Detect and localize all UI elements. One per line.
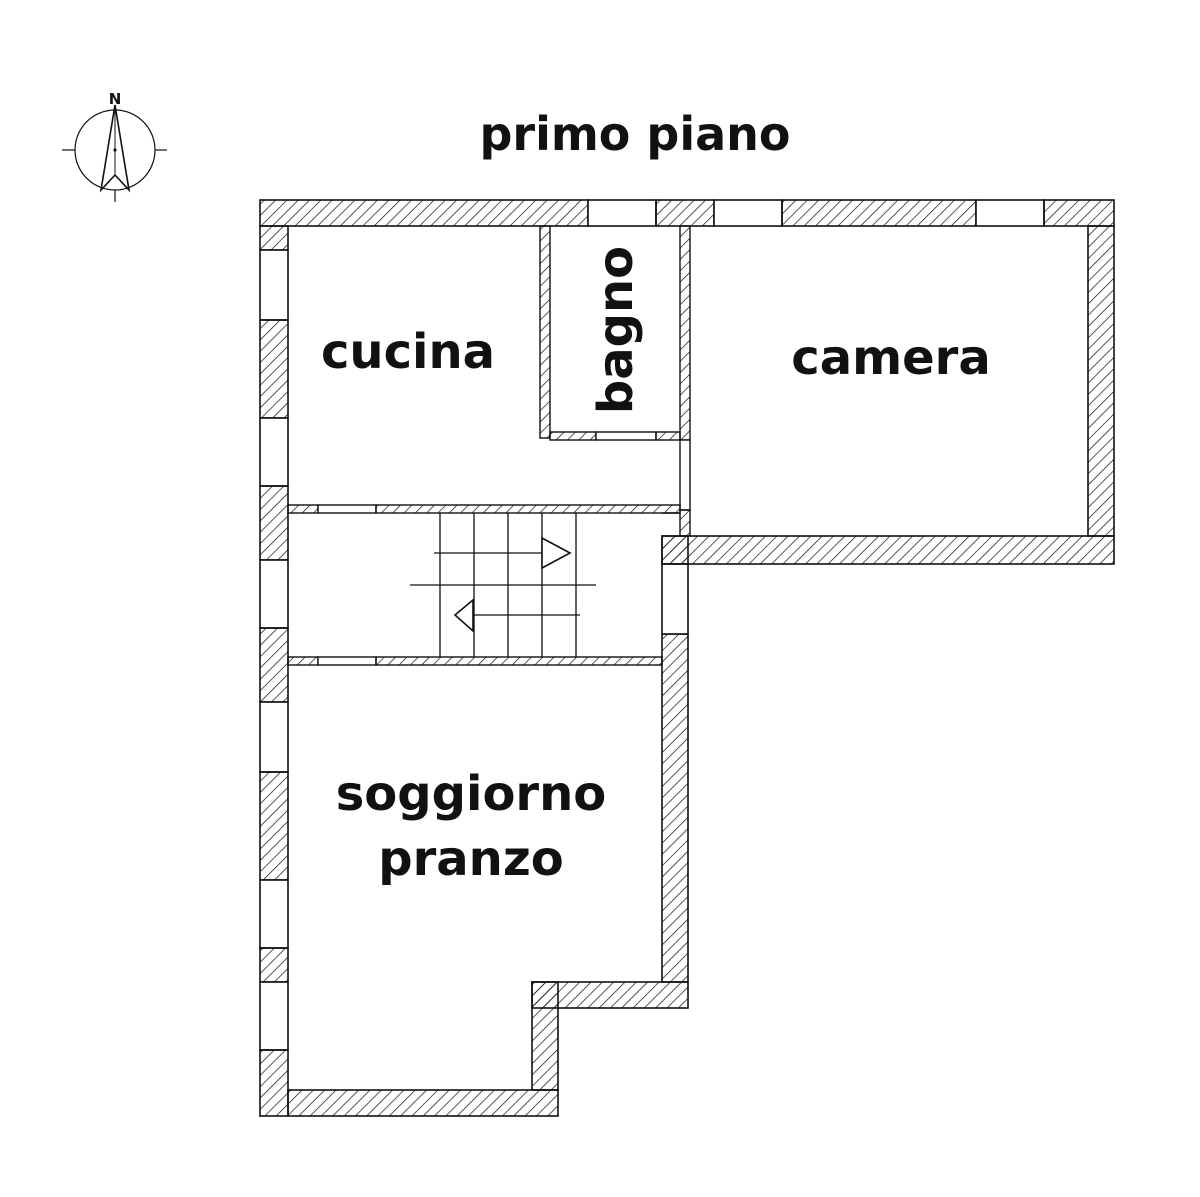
room-label-bagno: bagno	[588, 246, 644, 414]
north-letter: N	[109, 90, 122, 108]
outer-walls	[259, 199, 1115, 1117]
interior-walls	[287, 225, 691, 666]
room-label-pranzo: pranzo	[378, 831, 564, 887]
north-arrow-icon: N	[62, 90, 167, 202]
room-label-camera: camera	[791, 330, 990, 386]
room-label-soggiorno: soggiorno	[336, 766, 607, 822]
plan-title: primo piano	[479, 107, 790, 161]
stair-arrow-down-icon	[453, 598, 474, 633]
room-label-cucina: cucina	[321, 324, 495, 380]
staircase	[410, 513, 596, 657]
stair-arrow-up-icon	[541, 536, 572, 570]
